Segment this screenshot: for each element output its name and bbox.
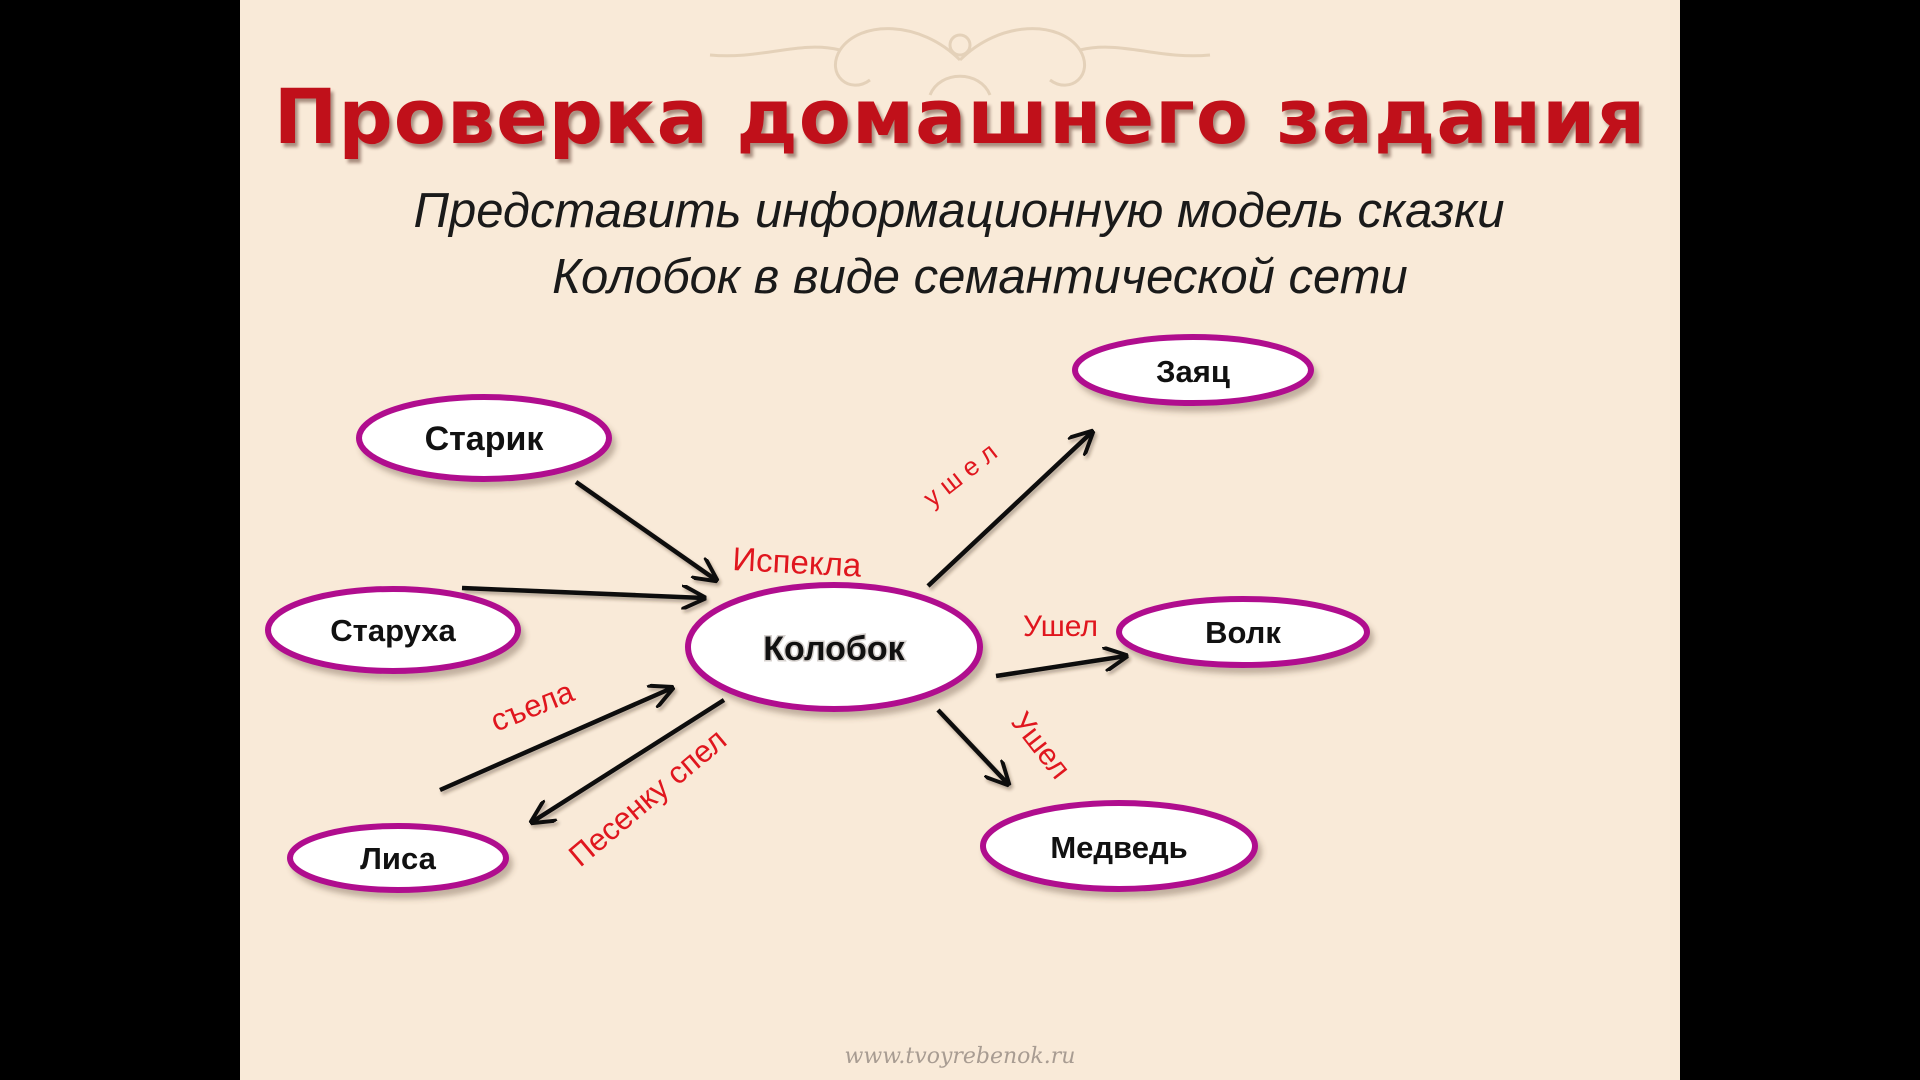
arrow-starik-kolobok <box>574 480 716 580</box>
node-label-lisa: Лиса <box>360 841 436 876</box>
slide: Проверка домашнего задания Представить и… <box>240 0 1680 1080</box>
ornament-decoration <box>709 27 1211 96</box>
node-volk: Волк <box>1116 596 1370 668</box>
edge-label-ushel-zayats: у ш е л <box>917 437 1003 513</box>
node-starukha: Старуха <box>265 586 521 674</box>
node-medved: Медведь <box>980 800 1258 892</box>
node-label-medved: Медведь <box>1050 830 1187 865</box>
arrow-kolobok-zayats <box>926 432 1092 588</box>
node-label-starukha: Старуха <box>330 613 456 648</box>
arrow-starukha-kolobok <box>461 588 704 598</box>
arrow-lisa-kolobok <box>439 688 672 793</box>
node-label-volk: Волк <box>1205 615 1281 650</box>
subtitle-line-2: Колобок в виде семантической сети <box>552 250 1408 304</box>
node-lisa: Лиса <box>287 823 509 893</box>
subtitle-line-1: Представить информационную модель сказки <box>413 184 1505 238</box>
slide-subtitle: Представить информационную модель сказки… <box>240 178 1680 310</box>
node-zayats: Заяц <box>1072 334 1314 406</box>
edge-label-ispekla: Испекла <box>732 540 863 584</box>
watermark: www.tvoyrebenok.ru <box>844 1044 1076 1069</box>
arrow-kolobok-medved <box>936 708 1008 784</box>
edge-label-ushel-medved: Ушел <box>1004 706 1076 785</box>
arrow-kolobok-volk <box>995 656 1126 679</box>
semantic-network-diagram: Старик Старуха Лиса Колобок Заяц Волк Ме… <box>265 334 1370 893</box>
edge-label-pesenku-spel: Песенку спел <box>562 722 733 874</box>
node-label-starik: Старик <box>425 420 545 458</box>
node-kolobok: Колобок <box>685 582 983 712</box>
arrow-kolobok-lisa <box>532 698 726 822</box>
slide-title: Проверка домашнего задания <box>273 72 1647 161</box>
node-label-zayats: Заяц <box>1156 354 1230 389</box>
node-starik: Старик <box>356 394 612 482</box>
node-label-kolobok: Колобок <box>763 630 905 668</box>
edge-label-ushel-volk: Ушел <box>1023 610 1098 643</box>
edge-label-sela: съела <box>486 673 580 738</box>
